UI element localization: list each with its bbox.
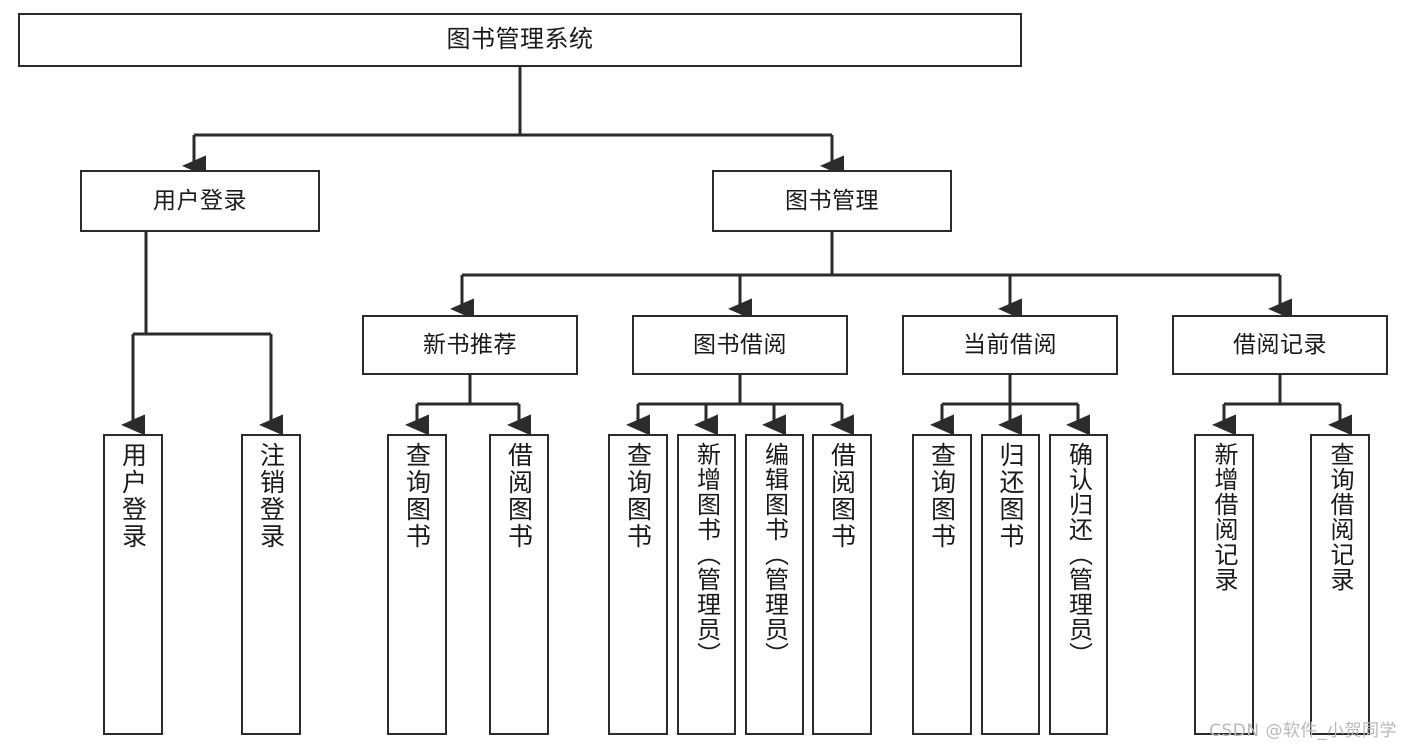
leaf-new-book-borrow-book[interactable]: 借阅图书 — [489, 434, 549, 735]
leaf-borrow-record-add-record[interactable]: 新增借阅记录 — [1194, 434, 1254, 735]
leaf-current-borrow-confirm-return-admin[interactable]: 确认归还（管理员） — [1049, 434, 1108, 735]
node-label: 注销登录 — [256, 442, 286, 550]
leaf-book-borrow-query-book[interactable]: 查询图书 — [608, 434, 668, 735]
leaf-book-borrow-add-book-admin[interactable]: 新增图书（管理员） — [677, 434, 736, 735]
node-new-book-recommend[interactable]: 新书推荐 — [362, 315, 578, 375]
node-book-management[interactable]: 图书管理 — [712, 170, 952, 232]
node-label: 新增借阅记录 — [1210, 442, 1238, 592]
node-user-login[interactable]: 用户登录 — [80, 170, 320, 232]
node-label: 新书推荐 — [423, 331, 517, 358]
node-label: 查询图书 — [927, 442, 957, 550]
node-label: 查询借阅记录 — [1326, 442, 1354, 592]
csdn-watermark: CSDN @软件_小贺同学 — [1209, 721, 1397, 741]
node-label: 图书借阅 — [693, 331, 787, 358]
leaf-new-book-query-book[interactable]: 查询图书 — [387, 434, 447, 735]
leaf-current-borrow-return-book[interactable]: 归还图书 — [981, 434, 1040, 735]
node-book-borrow[interactable]: 图书借阅 — [632, 315, 848, 375]
leaf-borrow-record-query-record[interactable]: 查询借阅记录 — [1310, 434, 1370, 735]
node-label: 图书管理系统 — [446, 25, 594, 54]
node-label: 新增图书（管理员） — [692, 442, 721, 667]
node-label: 查询图书 — [402, 442, 432, 550]
leaf-book-borrow-edit-book-admin[interactable]: 编辑图书（管理员） — [745, 434, 804, 735]
node-label: 确认归还（管理员） — [1064, 442, 1093, 667]
node-label: 图书管理 — [785, 187, 879, 214]
node-label: 借阅图书 — [504, 442, 534, 550]
node-label: 查询图书 — [623, 442, 653, 550]
node-label: 编辑图书（管理员） — [760, 442, 789, 667]
leaf-user-login-login[interactable]: 用户登录 — [103, 434, 163, 735]
node-label: 借阅图书 — [827, 442, 857, 550]
leaf-current-borrow-query-book[interactable]: 查询图书 — [912, 434, 972, 735]
node-root-book-management-system[interactable]: 图书管理系统 — [18, 13, 1022, 67]
leaf-user-login-logout[interactable]: 注销登录 — [241, 434, 301, 735]
node-current-borrow[interactable]: 当前借阅 — [902, 315, 1118, 375]
node-label: 用户登录 — [118, 442, 148, 550]
node-label: 归还图书 — [996, 442, 1025, 550]
leaf-book-borrow-borrow-book[interactable]: 借阅图书 — [812, 434, 872, 735]
node-label: 当前借阅 — [963, 331, 1057, 358]
node-borrow-record[interactable]: 借阅记录 — [1172, 315, 1388, 375]
node-label: 借阅记录 — [1233, 331, 1327, 358]
node-label: 用户登录 — [153, 187, 247, 214]
